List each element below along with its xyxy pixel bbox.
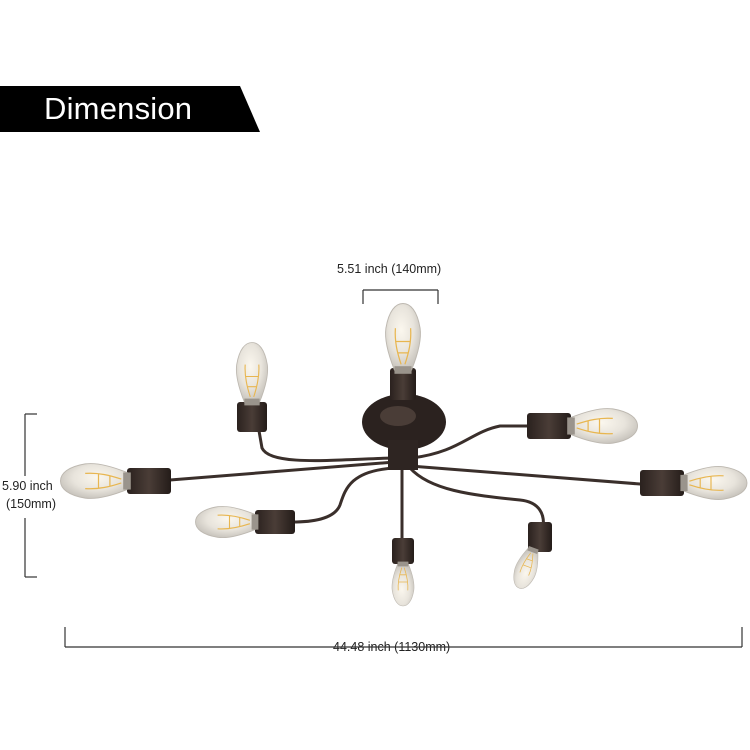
canopy-width-bracket [362,289,439,304]
total-width-line [64,627,743,648]
banner-shape [0,86,260,132]
sockets [127,368,684,564]
banner-title: Dimension [44,91,193,126]
title-banner: Dimension [0,86,260,132]
height-bracket [24,413,37,578]
height-label-inch: 5.90 inch [2,479,53,493]
ceiling-canopy [362,394,446,470]
height-label-mm: (150mm) [6,497,57,511]
canopy-width-label: 5.51 inch (140mm) [337,262,442,276]
